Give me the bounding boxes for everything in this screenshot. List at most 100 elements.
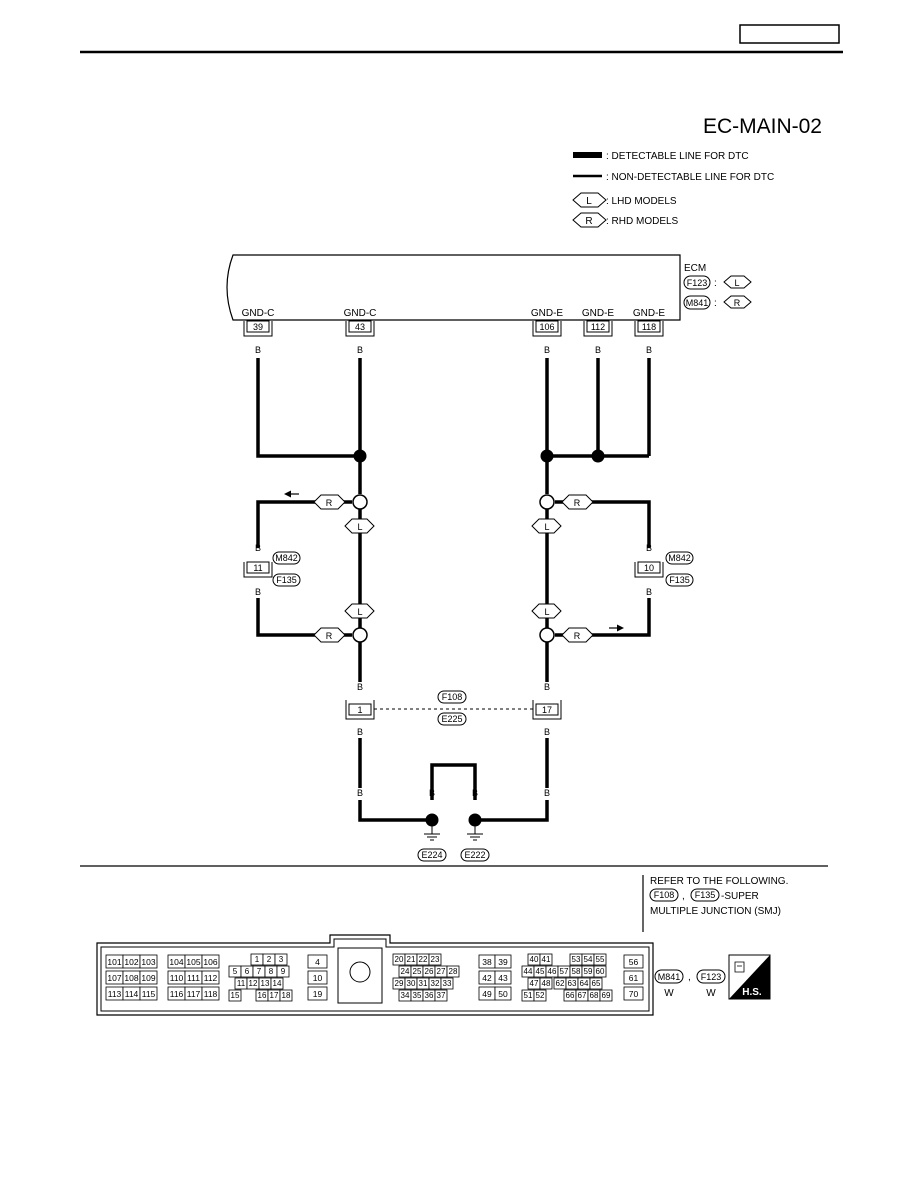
cavity-number: 34 — [401, 991, 410, 1000]
cavity-number: 32 — [431, 979, 440, 988]
diagram-title: EC-MAIN-02 — [703, 115, 822, 138]
cavity-number: 112 — [204, 973, 218, 983]
svg-text:B: B — [255, 587, 261, 597]
cavity-number: 60 — [596, 967, 605, 976]
cavity-number: 28 — [449, 967, 458, 976]
svg-text:B: B — [544, 788, 550, 798]
cavity-number: 6 — [245, 967, 250, 976]
cavity-number: 114 — [125, 989, 139, 999]
cavity-number: 31 — [419, 979, 428, 988]
cavity-number: 42 — [482, 973, 492, 983]
cavity-number: 101 — [107, 957, 121, 967]
cavity-number: 109 — [141, 973, 155, 983]
svg-text:,: , — [682, 891, 685, 902]
connector-cavity — [599, 989, 613, 1002]
svg-text:M842: M842 — [668, 553, 691, 563]
cavity-number: 41 — [542, 955, 551, 964]
svg-text:GND-E: GND-E — [633, 308, 666, 319]
connector-cavity — [623, 970, 644, 985]
connector-cavity — [593, 953, 607, 966]
svg-text:L: L — [544, 522, 549, 532]
ecm-pin-39: GND-C 39 B — [242, 308, 275, 355]
svg-text:GND-E: GND-E — [531, 308, 564, 319]
cavity-number: 9 — [281, 967, 286, 976]
connector-id: M841 W , F123 W — [654, 969, 726, 999]
svg-text:R: R — [326, 631, 333, 641]
svg-text:106: 106 — [539, 322, 554, 332]
cavity-number: 12 — [249, 979, 258, 988]
cavity-number: 52 — [536, 991, 545, 1000]
cavity-number: 103 — [141, 957, 155, 967]
cavity-number: 21 — [407, 955, 416, 964]
cavity-number: 58 — [572, 967, 581, 976]
svg-text::: : — [714, 298, 717, 309]
cavity-number: 110 — [170, 973, 184, 983]
svg-text:R: R — [574, 498, 581, 508]
cavity-number: 14 — [273, 979, 282, 988]
legend-rhd-tag-text: R — [585, 216, 592, 227]
cavity-number: 69 — [602, 991, 611, 1000]
svg-text:GND-E: GND-E — [582, 308, 615, 319]
cavity-number: 29 — [395, 979, 404, 988]
legend-lhd-text: : LHD MODELS — [606, 196, 677, 207]
svg-text:W: W — [664, 988, 674, 999]
svg-text:11: 11 — [253, 563, 262, 573]
svg-text:-SUPER: -SUPER — [721, 891, 759, 902]
svg-text:B: B — [472, 788, 478, 798]
connector-cavity — [270, 977, 284, 990]
cavity-number: 113 — [108, 989, 122, 999]
svg-text:R: R — [734, 298, 741, 308]
ecm-connector-rhd: M841 : R — [683, 295, 752, 310]
cavity-number: 70 — [629, 989, 639, 999]
junction-connector: B B 1 17 F108 E225 B B — [345, 682, 562, 737]
svg-text:F135: F135 — [276, 575, 297, 585]
cavity-number: 2 — [267, 955, 272, 964]
cavity-number: 108 — [124, 973, 138, 983]
legend-lhd-tag-text: L — [586, 196, 592, 207]
ecm-pin-118: GND-E 118 B — [633, 308, 666, 355]
svg-text:B: B — [255, 345, 261, 355]
connector-cavity — [201, 970, 220, 985]
svg-text:B: B — [646, 543, 652, 553]
connector-cavity — [494, 954, 512, 969]
svg-text:B: B — [544, 345, 550, 355]
svg-text:B: B — [255, 543, 261, 553]
cavity-number: 63 — [568, 979, 577, 988]
model-tags: R R L L L L R R — [313, 494, 594, 643]
connector-cavity — [274, 953, 288, 966]
connector-cavity — [440, 977, 454, 990]
refer-note: REFER TO THE FOLLOWING. F108 , F135 -SUP… — [649, 876, 788, 917]
cavity-number: 57 — [560, 967, 569, 976]
svg-text:1: 1 — [357, 705, 362, 715]
cavity-number: 116 — [170, 989, 184, 999]
splice-points — [352, 449, 605, 643]
cavity-number: 54 — [584, 955, 593, 964]
cavity-number: 67 — [578, 991, 587, 1000]
ecm-pin-112: GND-E 112 B — [582, 308, 615, 355]
svg-text::: : — [714, 278, 717, 289]
ecm-connector-lhd: F123 : L — [683, 275, 752, 290]
cavity-number: 7 — [257, 967, 262, 976]
detectable-wires — [256, 358, 651, 822]
connector-cavity — [228, 989, 242, 1002]
cavity-number: 36 — [425, 991, 434, 1000]
cavity-number: 56 — [629, 957, 639, 967]
connector-cavity — [539, 953, 553, 966]
svg-text:B: B — [544, 682, 550, 692]
cavity-number: 11 — [237, 979, 246, 988]
connector-cavity — [494, 986, 512, 1001]
svg-text:B: B — [595, 345, 601, 355]
connector-cavity — [623, 954, 644, 969]
ecm-pin-106: GND-E 106 B — [531, 308, 564, 355]
cavity-number: 8 — [269, 967, 274, 976]
connector-cavity — [139, 986, 158, 1001]
cavity-number: 23 — [431, 955, 440, 964]
connector-cavity — [201, 954, 220, 969]
arrow-icon — [284, 490, 299, 498]
connector-cavity — [494, 970, 512, 985]
cavity-number: 59 — [584, 967, 593, 976]
svg-text:MULTIPLE JUNCTION (SMJ): MULTIPLE JUNCTION (SMJ) — [650, 906, 781, 917]
cavity-number: 55 — [596, 955, 605, 964]
connector-cavity — [279, 989, 293, 1002]
cavity-number: 3 — [279, 955, 284, 964]
